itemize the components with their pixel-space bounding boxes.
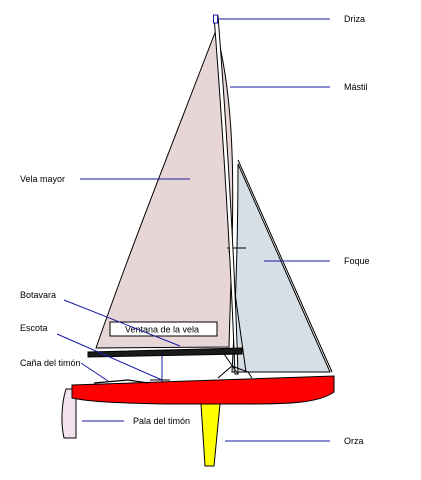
forestay [237,159,333,373]
leader-lines [56,18,330,442]
leader-cana-timon [80,362,109,382]
jib [231,163,331,373]
boom [87,347,243,358]
label-vela-mayor: Vela mayor [20,174,65,184]
leader-escota [56,333,163,381]
halyard [213,14,218,24]
centerboard [200,403,221,467]
leader-botavara [63,299,181,347]
label-mastil: Mástil [344,82,368,92]
label-foque: Foque [344,256,370,266]
boom-vang [223,353,239,375]
label-cana-timon: Caña del timón [20,358,81,368]
label-botavara: Botavara [20,290,56,300]
rudder-blade [61,388,77,439]
label-pala-timon: Pala del timón [133,416,190,426]
label-escota: Escota [20,323,48,333]
label-orza: Orza [344,436,364,446]
mainsail [95,28,234,349]
sail-window-label: Ventana de la vela [125,325,199,335]
label-driza: Driza [344,14,365,24]
sail-window-box [109,321,218,337]
hull [71,375,335,405]
deck-fitting [217,365,253,379]
tiller [93,379,149,384]
